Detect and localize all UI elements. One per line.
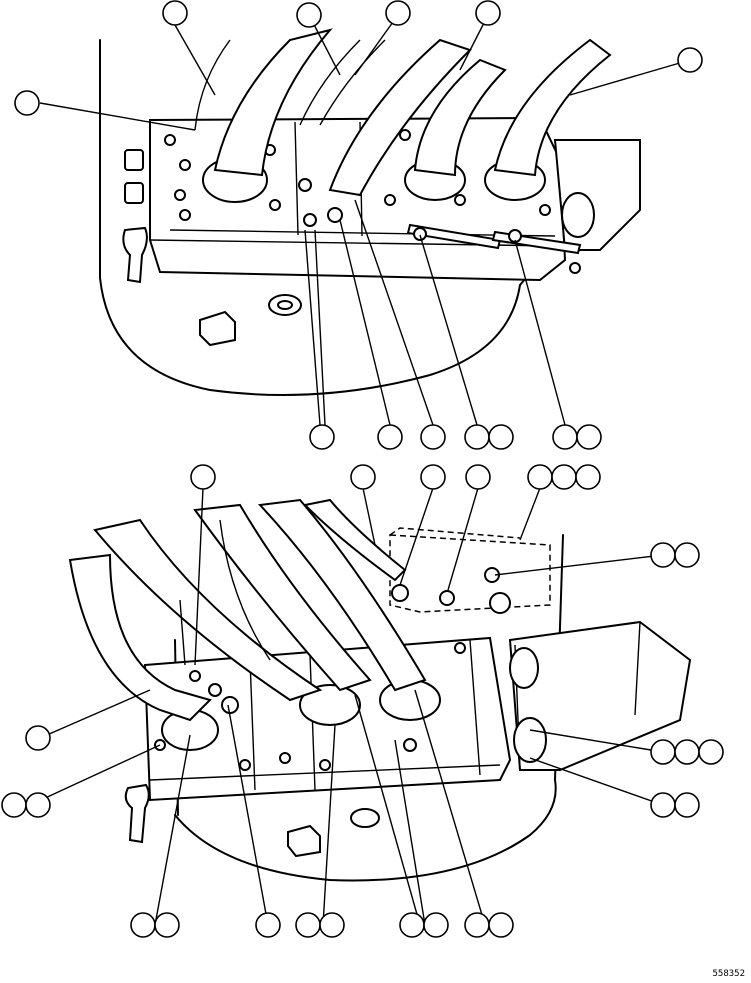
callout-bubble: [465, 464, 491, 490]
callout-bubble: [377, 424, 403, 450]
callout-bubble: [255, 912, 281, 938]
callout-bubble: [650, 542, 676, 568]
callout-bubble: [295, 912, 321, 938]
callout-bubble: [420, 464, 446, 490]
top-view-assembly: [99, 28, 641, 396]
callout-bubble: [423, 912, 449, 938]
top-hoses: [194, 28, 612, 197]
callout-bubble: [190, 464, 216, 490]
callout-bubble: [575, 464, 601, 490]
callout-bubble: [475, 0, 501, 26]
bottom-base-plate: [174, 779, 557, 882]
callout-bubble: [488, 912, 514, 938]
callout-bubble: [350, 464, 376, 490]
callout-bubbles: [1, 0, 724, 938]
callout-bubble: [464, 912, 490, 938]
callout-bubble: [576, 424, 602, 450]
fitting-a: [391, 584, 409, 602]
bottom-view-assembly: [68, 498, 692, 882]
callout-bubble: [674, 739, 700, 765]
bottom-hoses: [68, 498, 427, 722]
callout-bubble: [420, 424, 446, 450]
dashed-component-box: [389, 527, 551, 613]
callout-bubble: [650, 792, 676, 818]
callout-bubble: [552, 424, 578, 450]
callout-bubble: [551, 464, 577, 490]
top-base-plate: [99, 277, 521, 396]
callout-bubble: [488, 424, 514, 450]
callout-bubble: [162, 0, 188, 26]
callout-bubble: [296, 2, 322, 28]
callout-bubble: [385, 0, 411, 26]
top-lever-fittings: [406, 223, 582, 274]
callout-bubble: [674, 542, 700, 568]
callout-bubble: [25, 792, 51, 818]
callout-bubble: [319, 912, 345, 938]
callout-bubble: [677, 47, 703, 73]
fitting-b: [439, 590, 455, 606]
top-left-elbow-fitting: [122, 226, 148, 284]
callout-bubble: [154, 912, 180, 938]
callout-bubble: [14, 90, 40, 116]
callout-bubble: [698, 739, 724, 765]
callout-bubble: [464, 424, 490, 450]
callout-bubble: [1, 792, 27, 818]
callout-bubble: [399, 912, 425, 938]
drawing-number: 558352: [712, 969, 745, 979]
callout-bubble: [25, 725, 51, 751]
top-right-bracket: [553, 139, 641, 251]
bottom-flanges: [161, 679, 441, 751]
callout-bubble: [309, 424, 335, 450]
callout-bubble: [674, 792, 700, 818]
callout-bubble: [650, 739, 676, 765]
callout-bubble: [527, 464, 553, 490]
bottom-left-elbow-fitting: [124, 783, 150, 844]
leader-lines: [29, 14, 691, 926]
fitting-d: [489, 592, 511, 614]
callout-bubble: [130, 912, 156, 938]
